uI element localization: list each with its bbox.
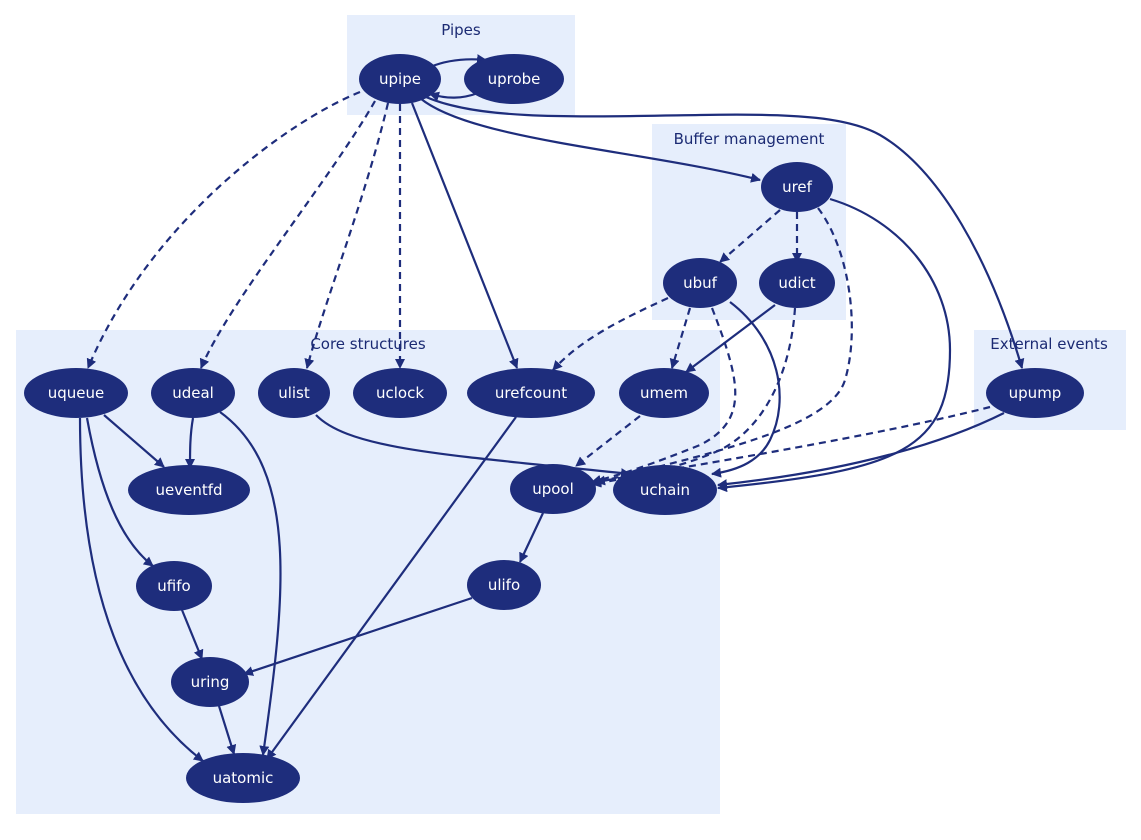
edge-upool-ulifo (519, 512, 544, 563)
edge-ubuf-urefcount (552, 297, 669, 371)
node-ulifo[interactable]: ulifo (467, 560, 541, 610)
edge-upipe-upump (425, 95, 1025, 369)
edge-uprobe-upipe (429, 91, 479, 102)
node-upool[interactable]: upool (510, 464, 596, 514)
node-uatomic[interactable]: uatomic (186, 753, 300, 803)
svg-text:ulifo: ulifo (488, 576, 520, 594)
node-urefcount[interactable]: urefcount (467, 368, 595, 418)
node-ufifo[interactable]: ufifo (136, 561, 212, 611)
svg-text:upump: upump (1009, 384, 1062, 402)
edge-udeal-uatomic (219, 411, 282, 756)
node-uchain[interactable]: uchain (613, 465, 717, 515)
cluster-label-core-structures: Core structures (310, 335, 426, 353)
node-upump[interactable]: upump (986, 368, 1084, 418)
edge-upipe-uqueue (86, 90, 361, 369)
svg-text:urefcount: urefcount (495, 384, 567, 402)
svg-text:uprobe: uprobe (488, 70, 541, 88)
svg-text:ueventfd: ueventfd (155, 481, 222, 499)
node-uqueue[interactable]: uqueue (24, 368, 128, 418)
svg-text:umem: umem (640, 384, 688, 402)
svg-text:uring: uring (191, 673, 230, 691)
node-uring[interactable]: uring (171, 657, 249, 707)
node-uref[interactable]: uref (761, 162, 833, 212)
edge-upipe-udeal (199, 100, 376, 369)
edge-urefcount-uatomic (266, 416, 517, 760)
node-udeal[interactable]: udeal (151, 368, 235, 418)
edge-ulifo-uring (243, 596, 473, 676)
node-ueventfd[interactable]: ueventfd (128, 465, 250, 515)
edge-ubuf-upool (591, 307, 737, 485)
edge-upipe-uref (419, 97, 761, 183)
svg-text:udeal: udeal (172, 384, 214, 402)
cluster-label-external-events: External events (990, 335, 1108, 353)
edge-udeal-ueventfd (185, 417, 196, 469)
edge-uqueue-uatomic (78, 417, 204, 762)
edge-ubuf-uchain (711, 301, 781, 478)
edge-ubuf-umem (669, 307, 692, 369)
node-uclock[interactable]: uclock (353, 368, 447, 418)
svg-text:uclock: uclock (376, 384, 424, 402)
edge-ufifo-uring (180, 609, 204, 660)
cluster-label-buffer-management: Buffer management (674, 130, 825, 148)
svg-text:udict: udict (778, 274, 815, 292)
edge-uref-upool (591, 207, 853, 487)
svg-text:uref: uref (782, 178, 813, 196)
node-umem[interactable]: umem (619, 368, 709, 418)
node-ubuf[interactable]: ubuf (663, 258, 737, 308)
edge-umem-upool (575, 415, 641, 467)
cluster-label-pipes: Pipes (441, 21, 481, 39)
svg-text:uqueue: uqueue (48, 384, 105, 402)
edge-upipe-urefcount (410, 102, 519, 369)
edge-uqueue-ueventfd (103, 414, 165, 468)
nodes: upipe uprobe uref ubuf udict upump uqueu… (24, 54, 1084, 803)
svg-text:upool: upool (532, 480, 574, 498)
edge-uref-ubuf (719, 209, 781, 263)
svg-text:ufifo: ufifo (157, 577, 190, 595)
edge-uref-uchain (717, 197, 952, 493)
edge-uqueue-ufifo (85, 417, 154, 567)
edge-upump-upool (595, 405, 991, 486)
edge-uring-uatomic (217, 705, 237, 755)
node-udict[interactable]: udict (759, 258, 835, 308)
edge-upump-uchain (717, 412, 1005, 490)
svg-text:upipe: upipe (379, 70, 421, 88)
node-ulist[interactable]: ulist (258, 368, 330, 418)
svg-text:uchain: uchain (640, 481, 690, 499)
svg-text:uatomic: uatomic (213, 769, 274, 787)
svg-text:ulist: ulist (278, 384, 310, 402)
edge-udict-umem (685, 304, 776, 373)
edge-upipe-ulist (304, 102, 390, 369)
node-upipe[interactable]: upipe (359, 54, 441, 104)
svg-text:ubuf: ubuf (683, 274, 718, 292)
node-uprobe[interactable]: uprobe (464, 54, 564, 104)
